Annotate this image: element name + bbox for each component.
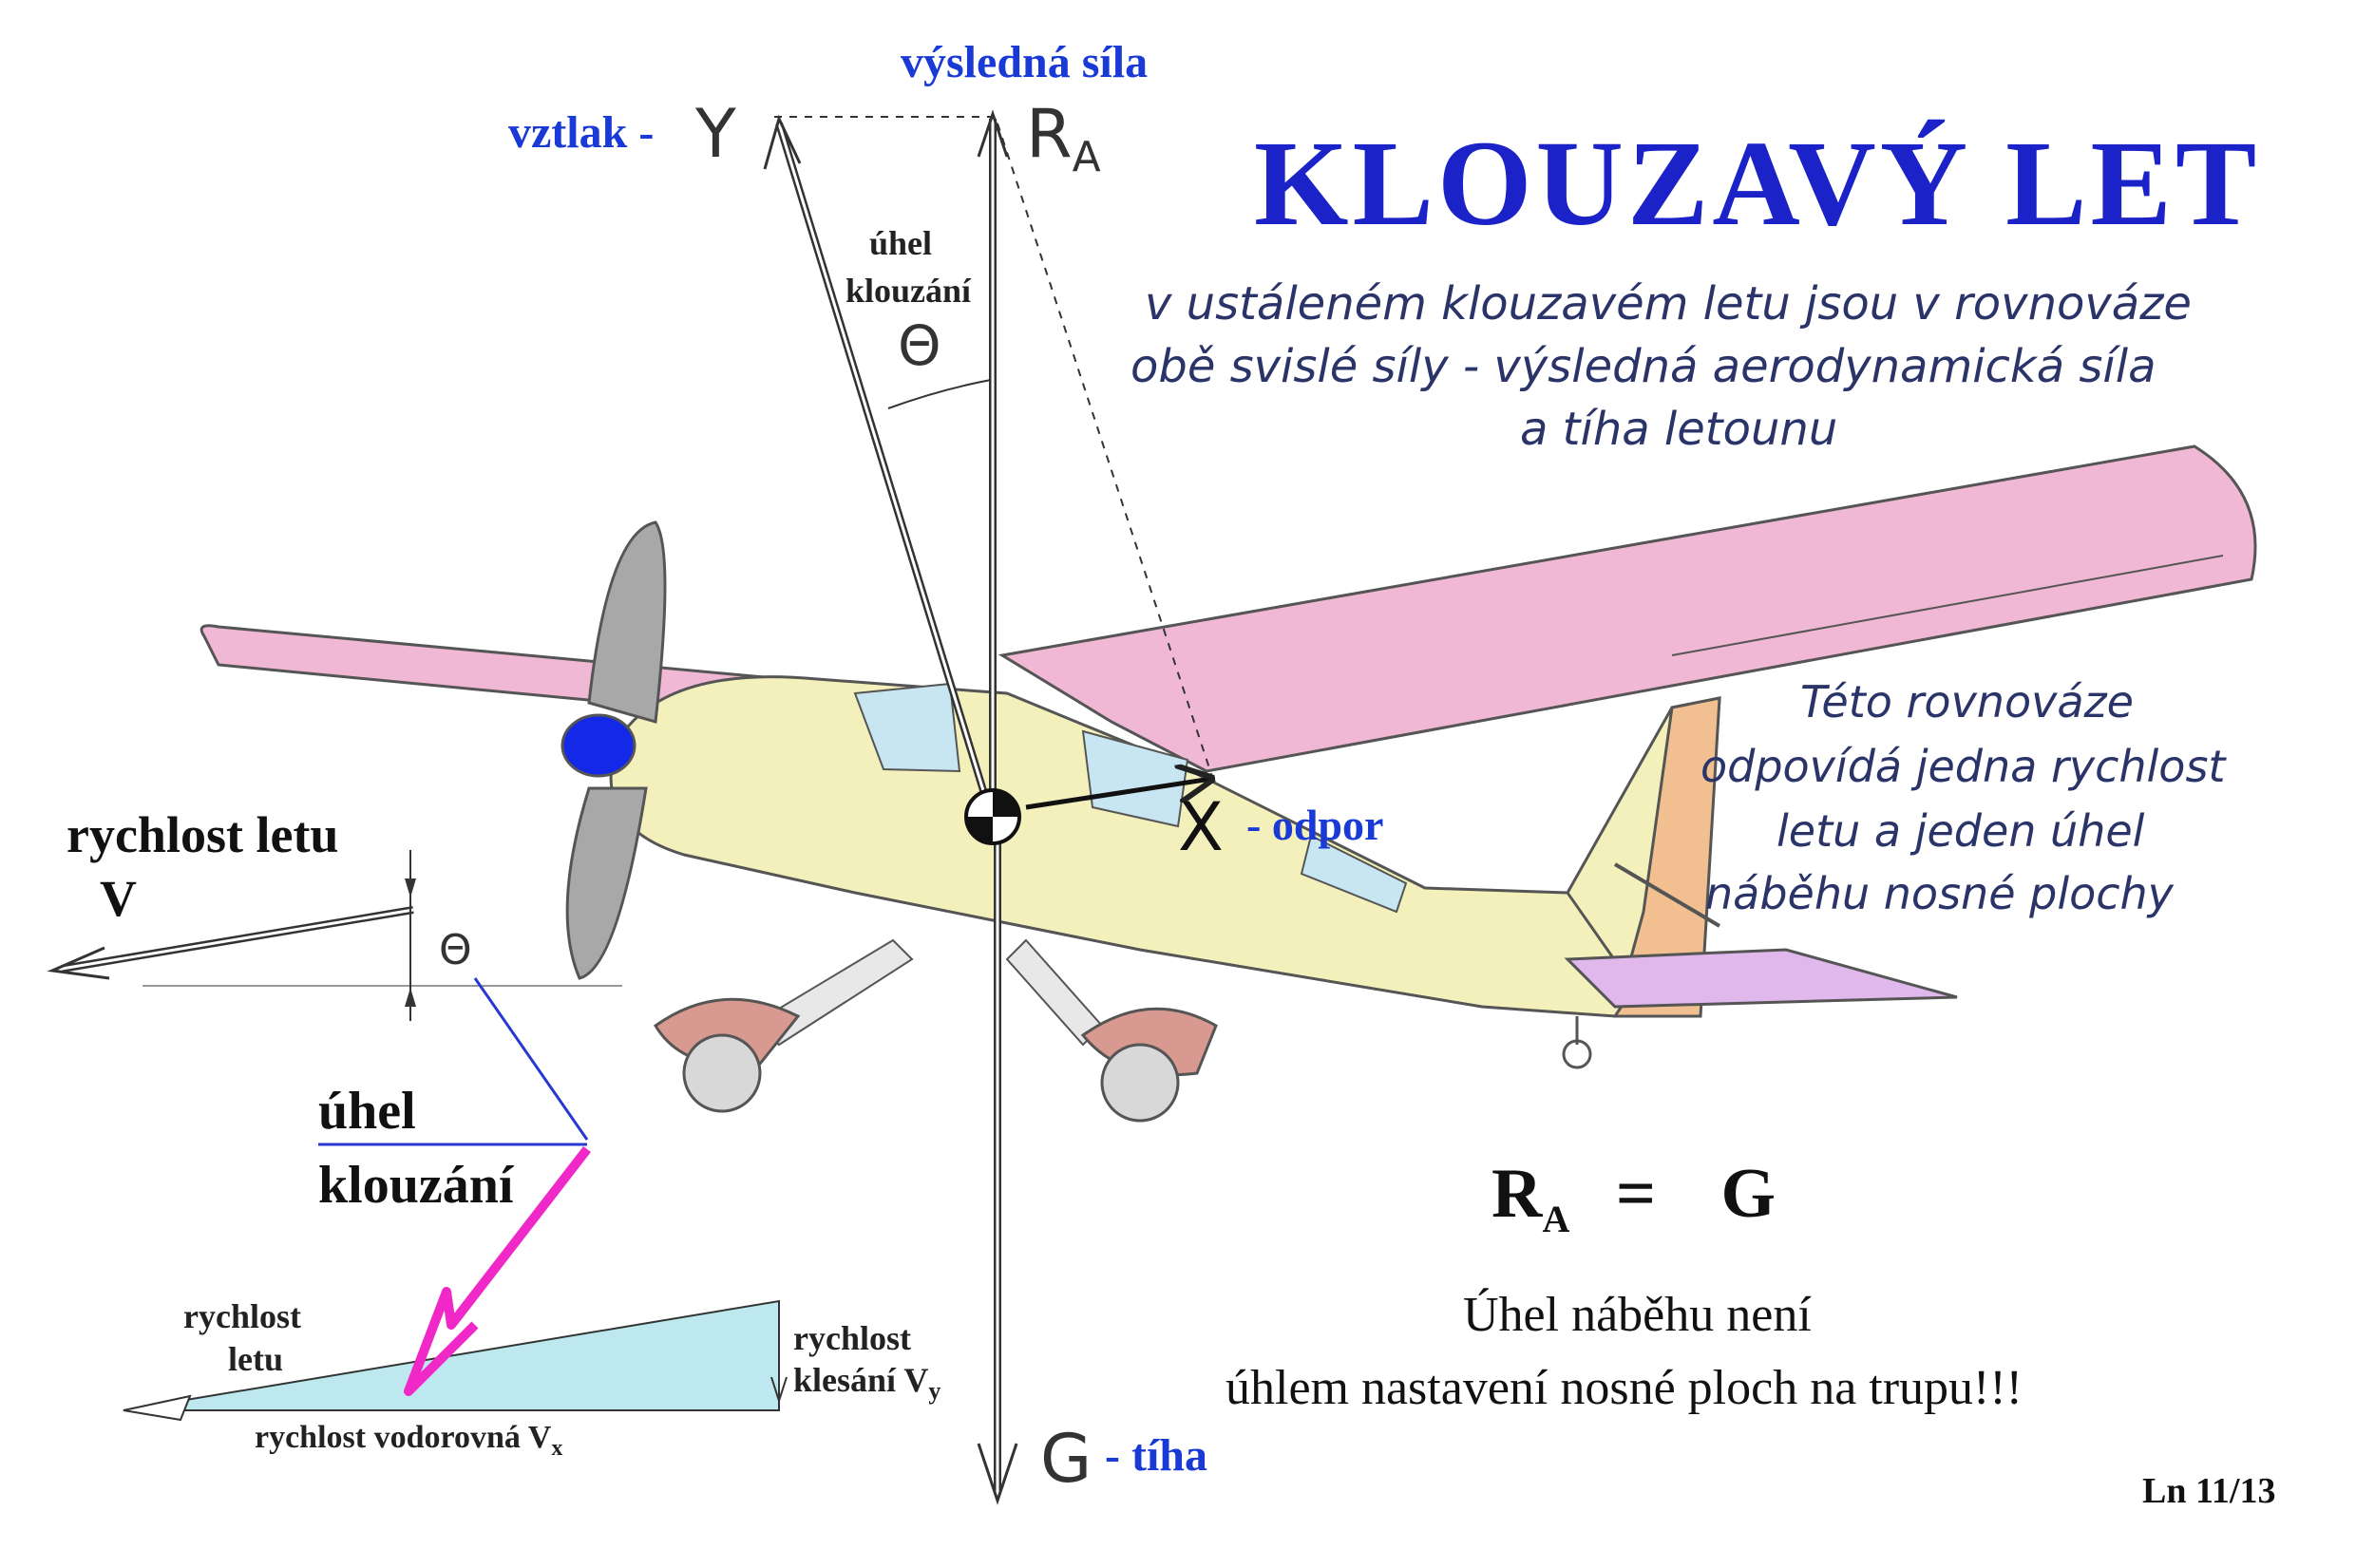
weight-label: - tíha [1105, 1430, 1207, 1481]
ra-symbol: RA [1026, 95, 1101, 181]
weight-symbol: G [1040, 1420, 1092, 1498]
left-wheel [682, 1033, 762, 1113]
side-window [1081, 729, 1189, 828]
angle-label-big-2: klouzání [318, 1156, 514, 1215]
angle-label-big-1: úhel [318, 1082, 416, 1141]
drag-label: - odpor [1246, 801, 1384, 849]
angle-label-small-2: klouzání [846, 272, 972, 310]
windshield [853, 682, 961, 773]
spinner [560, 713, 636, 778]
lift-symbol: Y [695, 95, 736, 173]
equilibrium-line-4: náběhu nosné plochy [1705, 868, 2174, 919]
speed-label: rychlost letu [66, 806, 339, 863]
theta-symbol: Θ [898, 313, 941, 378]
triangle-sink-label-1: rychlost [793, 1319, 911, 1357]
page-reference: Ln 11/13 [2142, 1471, 2276, 1511]
triangle-flight-label-1: rychlost [183, 1297, 301, 1335]
rudder [1613, 696, 1721, 1018]
equilibrium-line-1: Této rovnováze [1800, 676, 2134, 727]
speed-symbol: V [100, 870, 137, 927]
angle-label-small-1: úhel [869, 224, 933, 262]
magenta-pointer [404, 1145, 591, 1396]
equation: RA = G [1492, 1155, 1776, 1240]
description-line-1: v ustáleném klouzavém letu jsou v rovnov… [1145, 277, 2192, 331]
resultant-label: výsledná síla [901, 37, 1149, 87]
drag-symbol: X [1178, 788, 1224, 866]
note-line-1: Úhel náběhu není [1463, 1288, 1812, 1342]
tail-wheel [1562, 1039, 1592, 1069]
drag-vector [1025, 779, 1211, 810]
title: KLOUZAVÝ LET [1254, 116, 2261, 251]
equilibrium-line-3: letu a jeden úhel [1776, 805, 2145, 857]
equilibrium-line-2: odpovídá jedna rychlost [1700, 741, 2226, 792]
theta-symbol-small: Θ [439, 926, 472, 974]
right-wheel [1100, 1043, 1180, 1123]
description-line-3: a tíha letounu [1520, 403, 1838, 456]
note-line-2: úhlem nastavení nosné ploch na trupu!!! [1226, 1361, 2023, 1415]
description-line-2: obě svislé síly - výsledná aerodynamická… [1130, 340, 2156, 393]
triangle-horizontal-label: rychlost vodorovná Vx [255, 1420, 563, 1461]
stabilizer [1564, 948, 1958, 1009]
triangle-flight-label-2: letu [228, 1340, 283, 1378]
triangle-sink-label-2: klesání Vy [793, 1361, 941, 1406]
propeller-upper [587, 520, 667, 724]
lift-label: vztlak - [508, 107, 655, 158]
propeller-lower [565, 786, 648, 980]
right-wing [998, 444, 2257, 773]
